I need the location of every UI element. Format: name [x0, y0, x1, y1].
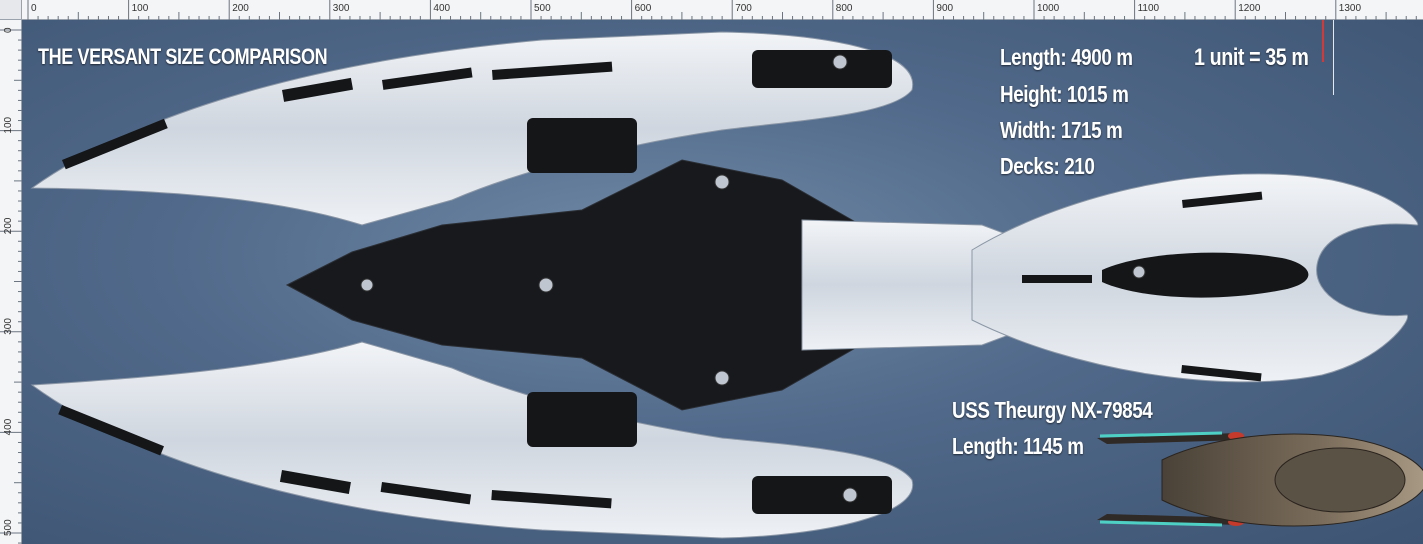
stat-width: Width: 1715 m [1000, 117, 1123, 144]
stat-height: Height: 1015 m [1000, 81, 1129, 108]
ruler-label: 800 [836, 3, 853, 14]
ruler-label: 200 [3, 217, 14, 234]
ruler-label: 0 [3, 27, 14, 33]
ruler-label: 300 [333, 3, 350, 14]
ruler-label: 1000 [1037, 3, 1060, 14]
uss-theurgy-illustration [1097, 431, 1423, 527]
wing-panel-details [58, 50, 1263, 514]
ruler-label: 700 [735, 3, 752, 14]
ruler-label: 900 [936, 3, 953, 14]
forward-core [1102, 252, 1309, 298]
ruler-label: 500 [534, 3, 551, 14]
stat-decks: Decks: 210 [1000, 153, 1095, 180]
page-title: THE VERSANT SIZE COMPARISON [38, 44, 328, 69]
horizontal-ruler-ticks: 0 100 200 300 400 500 600 700 800 900 1000 1100 1200… [27, 0, 1417, 20]
comparison-ship-name: USS Theurgy NX-79854 [952, 397, 1153, 423]
versant-ship-illustration [30, 31, 1423, 539]
comparison-ship-length: Length: 1145 m [952, 433, 1084, 460]
ruler-label: 100 [132, 3, 149, 14]
ruler-label: 600 [635, 3, 652, 14]
ruler-label: 1200 [1238, 3, 1261, 14]
ruler-label: 1100 [1138, 3, 1160, 14]
image-canvas[interactable]: THE VERSANT SIZE COMPARISON Length: 4900… [22, 20, 1423, 544]
horizontal-ruler[interactable]: 0 100 200 300 400 500 600 700 800 900 1000 1100 1200… [0, 0, 1423, 20]
ruler-label: 100 [3, 116, 14, 133]
ruler-label: 300 [3, 318, 14, 335]
ruler-label: 200 [232, 3, 249, 14]
vertical-ruler[interactable]: 0 100 200 300 400 500 [0, 20, 22, 544]
ruler-label: 1300 [1339, 3, 1362, 14]
scale-note: 1 unit = 35 m [1194, 44, 1309, 71]
vertical-ruler-ticks: 0 100 200 300 400 500 [0, 27, 22, 544]
stat-value: 1715 m [1060, 117, 1123, 143]
stat-length: Length: 4900 m [1000, 44, 1133, 71]
ruler-label: 400 [3, 418, 14, 435]
comparison-length-label: Length: [952, 433, 1019, 459]
guide-line-vertical-2[interactable] [1333, 20, 1334, 95]
stat-value: 1015 m [1066, 81, 1129, 107]
ruler-label: 0 [31, 3, 37, 14]
guide-line-vertical[interactable] [1322, 20, 1324, 62]
turrets [360, 54, 1146, 503]
ruler-corner [0, 0, 22, 20]
stat-label: Decks: [1000, 153, 1060, 179]
stat-value: 210 [1064, 153, 1095, 179]
ruler-label: 400 [433, 3, 450, 14]
stat-label: Width: [1000, 117, 1057, 143]
stat-label: Height: [1000, 81, 1063, 107]
ruler-label: 500 [3, 519, 14, 536]
comparison-length-value: 1145 m [1023, 433, 1084, 459]
stat-label: Length: [1000, 44, 1067, 70]
upper-wing [30, 31, 914, 226]
stat-value: 4900 m [1071, 44, 1133, 70]
lower-wing [30, 341, 914, 539]
